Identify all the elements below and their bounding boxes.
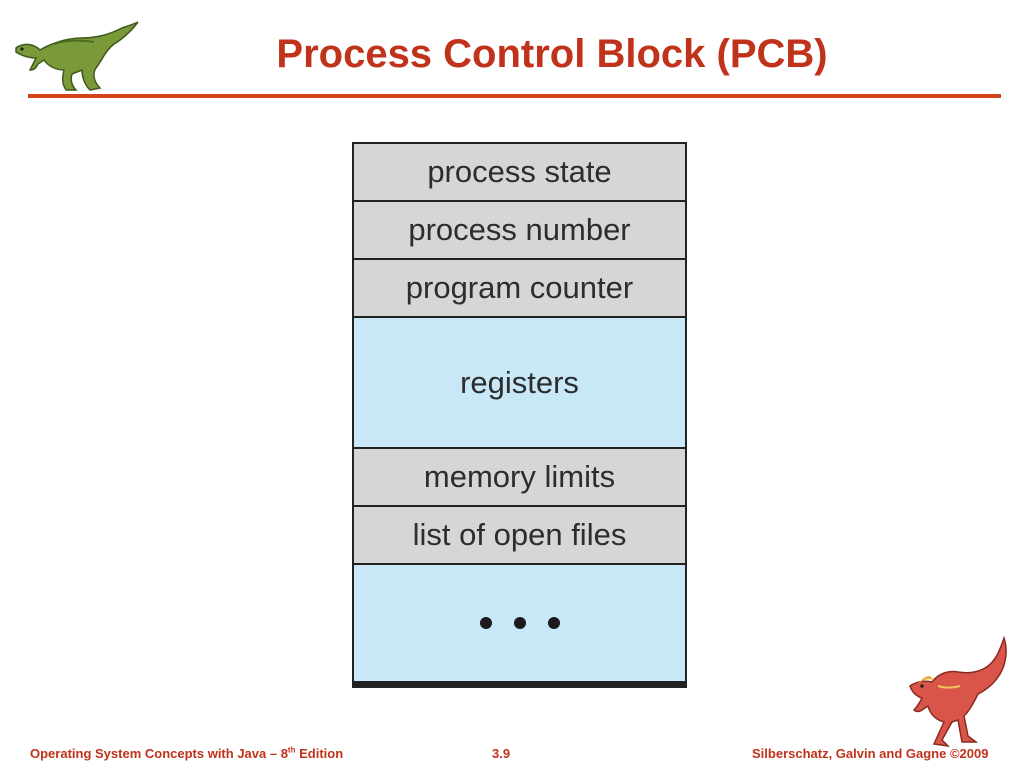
pcb-field-program-counter: program counter <box>354 260 685 318</box>
page-title: Process Control Block (PCB) <box>276 32 828 76</box>
green-dinosaur-icon <box>15 21 139 91</box>
pcb-field-continuation <box>354 565 685 681</box>
ellipsis-dots-icon <box>479 617 560 629</box>
pcb-field-registers: registers <box>354 318 685 449</box>
pcb-field-process-state: process state <box>354 144 685 202</box>
footer-copyright: Silberschatz, Galvin and Gagne ©2009 <box>752 746 989 761</box>
footer-page-number: 3.9 <box>492 746 511 761</box>
pcb-field-memory-limits: memory limits <box>354 449 685 507</box>
pcb-field-process-number: process number <box>354 202 685 260</box>
red-dinosaur-icon <box>909 636 1007 748</box>
footer-book-title: Operating System Concepts with Java – 8t… <box>30 745 344 761</box>
pcb-diagram: process state process number program cou… <box>352 142 687 688</box>
title-divider <box>28 94 1001 98</box>
pcb-field-open-files: list of open files <box>354 507 685 565</box>
